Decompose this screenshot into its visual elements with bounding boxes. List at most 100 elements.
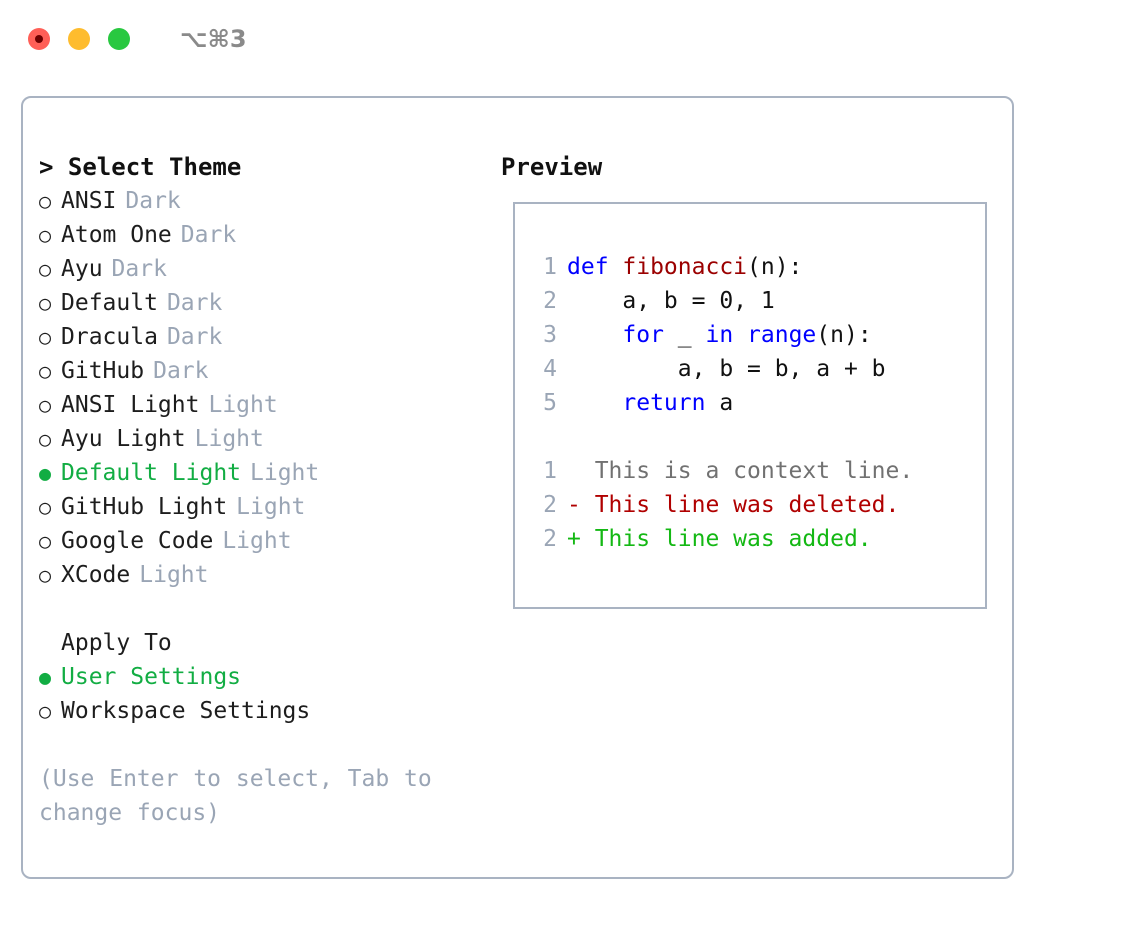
maximize-button[interactable] [108,28,130,50]
radio-icon: ○ [39,393,52,417]
diff-text: - This line was deleted. [567,492,900,518]
preview-title: Preview [501,153,603,181]
theme-mode-tag: Light [194,426,264,452]
theme-name: Atom One [61,222,172,248]
theme-mode-tag: Dark [111,256,167,282]
code-token-plain [733,322,747,348]
theme-name: Ayu [61,256,103,282]
preview-gap [515,420,985,454]
code-line: 5 return a [515,386,985,420]
theme-name: Google Code [61,528,214,554]
main-panel: > Select Theme ○ ANSI Dark ○ Atom One Da… [21,96,1014,879]
line-number: 2 [543,288,557,314]
window-controls [28,28,130,50]
theme-list-item[interactable]: ○ GitHub Dark [39,354,489,388]
theme-name: ANSI [61,188,117,214]
radio-icon: ○ [39,359,52,383]
theme-name: GitHub [61,358,145,384]
theme-list-item[interactable]: ○ ANSI Light Light [39,388,489,422]
code-token-keyword: in [705,322,734,348]
theme-name: GitHub Light [61,494,228,520]
diff-line-context: 1 This is a context line. [515,454,985,488]
theme-name: Ayu Light [61,426,186,452]
theme-list-item[interactable]: ○ XCode Light [39,558,489,592]
code-token-plain: _ [663,322,706,348]
radio-icon: ○ [39,699,52,723]
radio-icon: ○ [39,325,52,349]
theme-list-item[interactable]: ○ GitHub Light Light [39,490,489,524]
theme-list: ○ ANSI Dark ○ Atom One Dark ○ Ayu Dark [39,184,489,592]
code-token-builtin: range [747,322,817,348]
line-number: 1 [543,458,557,484]
theme-mode-tag: Dark [180,222,237,248]
code-token-plain: a, b = b, a + b [567,356,886,382]
line-number: 3 [543,322,557,348]
code-line: 2 a, b = 0, 1 [515,284,985,318]
radio-selected-icon: ● [39,461,52,485]
list-spacer [39,592,489,626]
code-token-plain [567,390,622,416]
theme-name: XCode [61,562,131,588]
radio-selected-icon: ● [39,665,52,689]
theme-mode-tag: Dark [125,188,181,214]
theme-mode-tag: Dark [166,290,223,316]
keyboard-shortcut-label: ⌥⌘3 [180,25,247,53]
hint-spacer [39,728,489,762]
diff-line-added: 2 + This line was added. [515,522,985,556]
line-number: 2 [543,526,557,552]
code-token-plain: (n): [747,254,803,280]
diff-line-deleted: 2 - This line was deleted. [515,488,985,522]
radio-icon: ○ [39,257,52,281]
close-button[interactable] [28,28,50,50]
theme-list-item[interactable]: ○ Atom One Dark [39,218,489,252]
preview-box: 1 def fibonacci(n): 2 a, b = 0, 1 3 for … [513,202,987,609]
theme-list-item[interactable]: ○ Ayu Dark [39,252,489,286]
theme-list-item[interactable]: ○ Ayu Light Light [39,422,489,456]
line-number: 5 [543,390,557,416]
code-token-function: fibonacci [622,254,748,280]
code-line: 4 a, b = b, a + b [515,352,985,386]
apply-to-label: User Settings [61,664,242,690]
title-bar: ⌥⌘3 [0,0,1140,78]
apply-to-item-user-settings[interactable]: ● User Settings [39,660,489,694]
code-token-plain: a, b = 0, 1 [567,288,775,314]
radio-icon: ○ [39,223,52,247]
theme-list-item[interactable]: ○ Default Dark [39,286,489,320]
theme-name: Dracula [61,324,158,350]
apply-to-list: ● User Settings ○ Workspace Settings [39,660,489,728]
theme-mode-tag: Dark [166,324,223,350]
code-line: 3 for _ in range(n): [515,318,985,352]
line-number: 1 [543,254,557,280]
theme-mode-tag: Dark [153,358,209,384]
theme-list-item-selected[interactable]: ● Default Light Light [39,456,489,490]
code-line: 1 def fibonacci(n): [515,250,985,284]
keyboard-hint-text: (Use Enter to select, Tab to change focu… [39,766,432,826]
code-token-plain: a [705,390,734,416]
line-number: 4 [543,356,557,382]
preview-column: Preview 1 def fibonacci(n): 2 a, b = 0, … [501,150,1001,609]
theme-list-item[interactable]: ○ Google Code Light [39,524,489,558]
select-theme-header: > Select Theme [39,153,242,181]
theme-mode-tag: Light [208,392,278,418]
theme-list-item[interactable]: ○ Dracula Dark [39,320,489,354]
code-token-keyword: def [567,254,623,280]
minimize-button[interactable] [68,28,90,50]
theme-mode-tag: Light [222,528,292,554]
radio-icon: ○ [39,495,52,519]
code-token-keyword: return [622,390,706,416]
radio-icon: ○ [39,563,52,587]
apply-to-item-workspace-settings[interactable]: ○ Workspace Settings [39,694,489,728]
code-token-plain [567,322,622,348]
theme-name: Default Light [61,460,242,486]
theme-picker-column: > Select Theme ○ ANSI Dark ○ Atom One Da… [39,150,489,830]
theme-list-item[interactable]: ○ ANSI Dark [39,184,489,218]
theme-name: Default [61,290,158,316]
theme-mode-tag: Light [236,494,306,520]
theme-name: ANSI Light [61,392,200,418]
diff-text: + This line was added. [567,526,872,552]
radio-icon: ○ [39,189,52,213]
apply-to-title: Apply To [61,630,172,656]
theme-mode-tag: Light [250,460,320,486]
code-token-keyword: for [622,322,664,348]
radio-icon: ○ [39,291,52,315]
